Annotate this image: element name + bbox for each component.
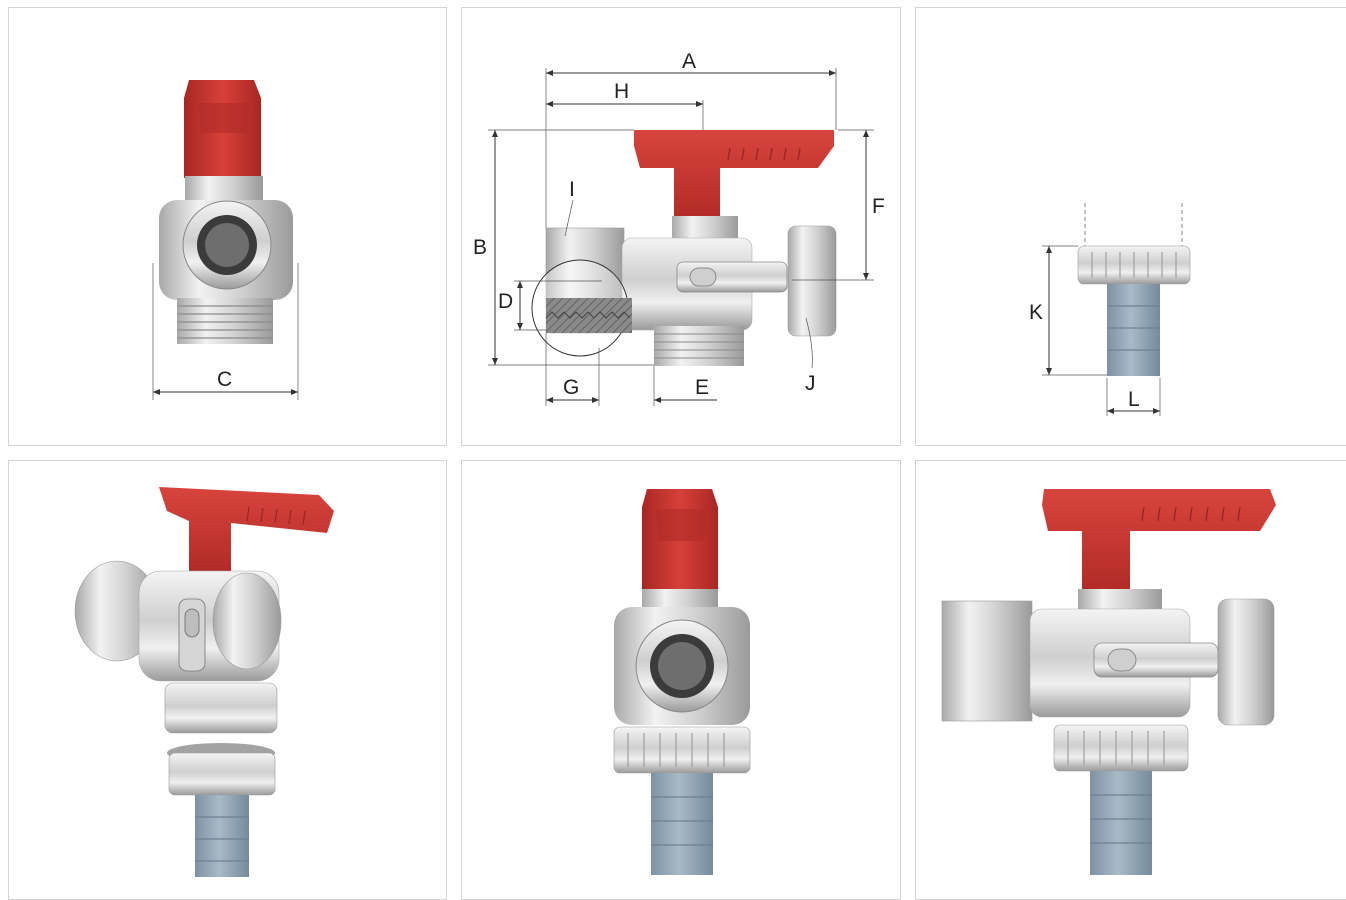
side-assembled-drawing: [941, 489, 1276, 875]
front-view-drawing: C: [152, 80, 299, 400]
dim-label-b: B: [473, 236, 487, 259]
front-assembled-panel: [461, 460, 901, 900]
dim-label-c: C: [217, 368, 232, 391]
dim-label-a: A: [682, 50, 696, 73]
dim-label-g: G: [563, 376, 579, 399]
side-assembled-panel: [915, 460, 1346, 900]
dim-label-d: D: [498, 290, 513, 313]
dim-label-l: L: [1128, 388, 1140, 411]
hose-tail-panel: K L: [915, 7, 1346, 446]
side-dimension-panel: A H B F D G E I: [461, 7, 901, 446]
exploded-view-panel: [8, 460, 447, 900]
dim-label-i: I: [569, 178, 575, 201]
side-dimension-drawing: A H B F D G E I: [473, 50, 885, 406]
dim-label-h: H: [614, 80, 629, 103]
front-assembled-drawing: [613, 489, 751, 875]
dim-label-e: E: [695, 376, 709, 399]
front-view-panel: C: [8, 7, 447, 446]
hose-tail-drawing: K L: [1029, 203, 1191, 416]
dim-label-f: F: [872, 195, 885, 218]
dim-label-j: J: [805, 372, 816, 395]
exploded-view-drawing: [74, 487, 334, 877]
dim-label-k: K: [1029, 301, 1043, 324]
